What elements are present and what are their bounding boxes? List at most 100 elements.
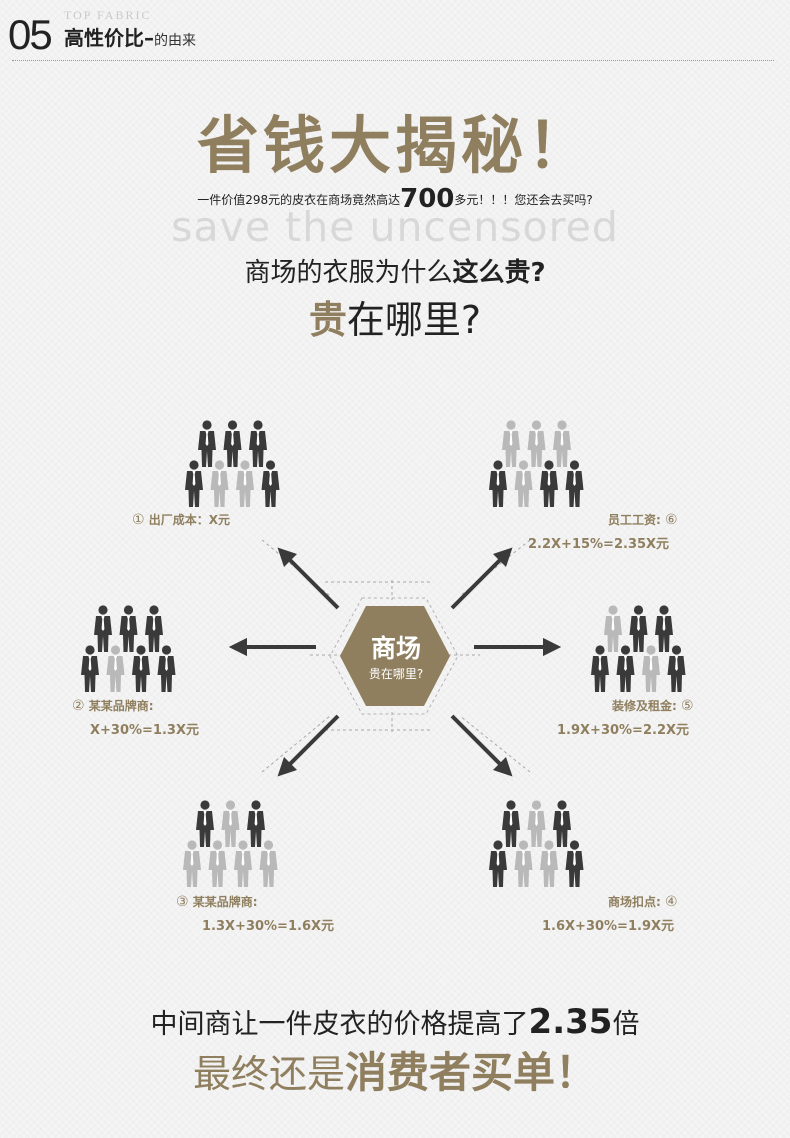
person-icon: [565, 840, 584, 887]
hero-question: 商场的衣服为什么这么贵?: [0, 254, 790, 292]
cost-3-number: ③: [176, 894, 189, 910]
person-icon: [234, 840, 252, 887]
footer-line-2: 最终还是消费者买单！: [0, 1046, 790, 1101]
cost-3-text: 某某品牌商:: [192, 895, 258, 909]
person-icon: [132, 645, 150, 692]
cost-4-formula: 1.6X+30%=1.9X元: [542, 919, 675, 934]
person-icon: [629, 605, 648, 652]
center-badge-shape: [329, 597, 459, 715]
people-group-6: [489, 420, 584, 507]
cost-3-label: ③ 某某品牌商:: [176, 894, 258, 910]
cost-2-formula: X+30%=1.3X元: [90, 723, 199, 738]
cost-1-text: 出厂成本：X元: [148, 513, 231, 527]
person-icon: [667, 645, 686, 692]
hero-desc-after: 多元！！！您还会去买吗?: [454, 193, 593, 207]
center-title: 商场: [370, 634, 421, 663]
cost-6-text: 员工工资:: [608, 513, 661, 527]
person-icon: [259, 840, 278, 887]
header-divider: [12, 60, 774, 61]
person-icon: [489, 840, 507, 887]
person-icon: [223, 420, 242, 467]
center-subtitle: 贵在哪里?: [368, 667, 424, 681]
person-icon: [502, 420, 520, 467]
section-title: 高性价比–的由来: [64, 26, 196, 53]
person-icon: [540, 840, 558, 887]
people-group-2: [81, 605, 176, 692]
person-icon: [527, 800, 546, 847]
cost-6-formula: 2.2X+15%=2.35X元: [528, 537, 670, 552]
cost-diagram: [81, 420, 686, 887]
hero-desc-before: 一件价值298元的皮衣在商场竟然高达: [197, 193, 401, 207]
person-icon: [236, 460, 254, 507]
person-icon: [489, 460, 507, 507]
cost-5-label: 装修及租金: ⑤: [612, 698, 694, 714]
person-icon: [247, 800, 265, 847]
cost-5-number: ⑤: [681, 698, 694, 714]
hero-question-normal: 商场的衣服为什么: [244, 258, 453, 288]
hero-title: 省钱大揭秘！: [196, 109, 593, 182]
cost-2-number: ②: [72, 698, 85, 714]
person-icon: [553, 420, 571, 467]
person-icon: [208, 840, 227, 887]
person-icon: [183, 840, 201, 887]
person-icon: [527, 420, 546, 467]
cost-1-number: ①: [132, 512, 145, 528]
person-icon: [540, 460, 558, 507]
people-group-1: [185, 420, 280, 507]
section-tag: TOP FABRIC: [64, 8, 152, 22]
hero-question2-gold: 贵: [308, 298, 347, 342]
hero-description: 一件价值298元的皮衣在商场竟然高达700多元！！！您还会去买吗?: [0, 182, 790, 217]
person-icon: [198, 420, 216, 467]
footer-line1-before: 中间商让一件皮衣的价格提高了: [150, 1009, 529, 1040]
cost-4-number: ④: [665, 894, 678, 910]
person-icon: [591, 645, 609, 692]
person-icon: [642, 645, 660, 692]
hero-question-2: 贵在哪里?: [0, 294, 790, 346]
cost-6-number: ⑥: [665, 512, 678, 528]
cost-2-label: ② 某某品牌商:: [72, 698, 154, 714]
people-group-4: [489, 800, 584, 887]
person-icon: [514, 460, 533, 507]
person-icon: [261, 460, 280, 507]
hero-question2-rest: 在哪里?: [346, 298, 482, 342]
section-subtitle: 的由来: [154, 33, 196, 49]
person-icon: [221, 800, 240, 847]
person-icon: [565, 460, 584, 507]
person-icon: [106, 645, 125, 692]
person-icon: [604, 605, 622, 652]
person-icon: [502, 800, 520, 847]
cost-4-label: 商场扣点: ④: [608, 894, 678, 910]
footer-multiplier: 2.35: [528, 1002, 613, 1042]
people-group-5: [591, 605, 686, 692]
person-icon: [94, 605, 112, 652]
cost-5-text: 装修及租金:: [612, 699, 677, 713]
person-icon: [249, 420, 267, 467]
person-icon: [119, 605, 138, 652]
person-icon: [145, 605, 163, 652]
hero-watermark: save the uncensored: [171, 203, 619, 251]
people-group-3: [183, 800, 278, 887]
person-icon: [157, 645, 176, 692]
person-icon: [655, 605, 673, 652]
cost-6-label: 员工工资: ⑥: [608, 512, 678, 528]
person-icon: [210, 460, 229, 507]
footer-line1-after: 倍: [612, 1009, 640, 1040]
person-icon: [616, 645, 635, 692]
arrow-icons: [228, 547, 562, 777]
hero-question-bold: 这么贵?: [452, 258, 546, 288]
section-title-dash: –: [144, 26, 154, 50]
person-icon: [514, 840, 533, 887]
person-icon: [553, 800, 571, 847]
footer-line2-bold: 消费者买单！: [345, 1048, 598, 1097]
cost-1-label: ① 出厂成本：X元: [132, 512, 230, 528]
cost-5-formula: 1.9X+30%=2.2X元: [557, 723, 690, 738]
section-title-main: 高性价比: [64, 26, 144, 50]
cost-3-formula: 1.3X+30%=1.6X元: [202, 919, 335, 934]
person-icon: [81, 645, 99, 692]
footer-line2-normal: 最终还是: [192, 1052, 345, 1096]
cost-4-text: 商场扣点:: [608, 895, 661, 909]
person-icon: [185, 460, 203, 507]
cost-2-text: 某某品牌商:: [88, 699, 154, 713]
person-icon: [196, 800, 214, 847]
footer-line-1: 中间商让一件皮衣的价格提高了2.35倍: [0, 1000, 790, 1047]
